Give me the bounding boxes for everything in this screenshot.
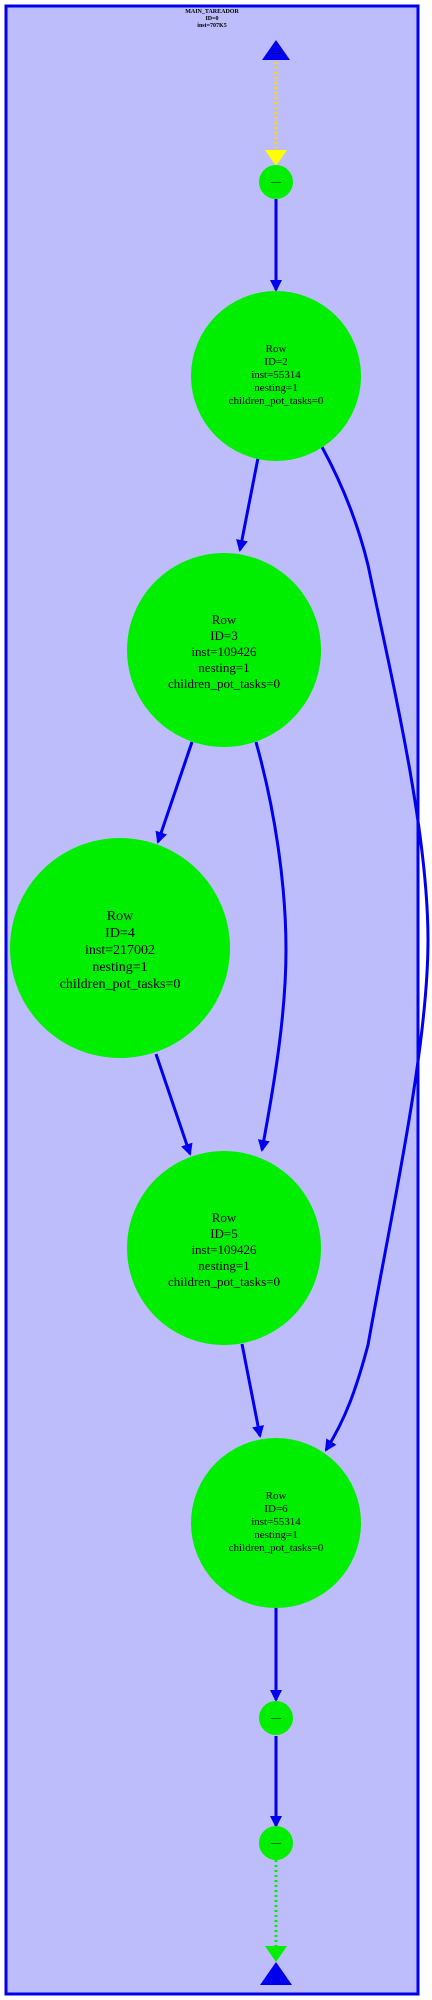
row6-nesting: nesting=1: [254, 1529, 297, 1541]
row3-id: ID=3: [210, 628, 238, 643]
row6-id: ID=6: [264, 1503, 288, 1515]
small-node-bottom-1-label: —: [270, 1713, 282, 1724]
start-triangle-label: —: [270, 48, 282, 59]
small-node-bottom-2: [259, 1826, 293, 1860]
edge-row4-to-row5: [154, 1053, 193, 1156]
start-triangle-icon: [262, 40, 290, 60]
row5-inst: inst=109426: [191, 1242, 257, 1257]
node-row3: Row ID=3 inst=109426 nesting=1 children_…: [127, 553, 321, 747]
edge-row3-to-row4: [155, 741, 194, 844]
row4-nesting: nesting=1: [92, 960, 147, 975]
node-row2: Row ID=2 inst=55314 nesting=1 children_p…: [191, 291, 361, 461]
row3-title: Row: [212, 612, 237, 627]
small-node-bottom-1: [259, 1701, 293, 1735]
row3-nesting: nesting=1: [198, 660, 249, 675]
cluster-inst: inst=707K5: [197, 23, 226, 29]
row2-children: children_pot_tasks=0: [229, 395, 324, 407]
row2-inst: inst=55314: [251, 369, 301, 381]
row6-children: children_pot_tasks=0: [229, 1542, 324, 1554]
row5-id: ID=5: [210, 1226, 238, 1241]
row4-children: children_pot_tasks=0: [60, 977, 181, 992]
row4-title: Row: [107, 909, 134, 924]
row3-children: children_pot_tasks=0: [168, 676, 280, 691]
row4-inst: inst=217002: [85, 943, 155, 958]
row5-children: children_pot_tasks=0: [168, 1274, 280, 1289]
cluster-title: MAIN_TAREADOR: [185, 9, 239, 15]
edge-row5-to-row6: [240, 1343, 264, 1438]
cluster-id: ID=0: [205, 16, 218, 22]
row6-title: Row: [266, 1490, 287, 1502]
node-row6: Row ID=6 inst=55314 nesting=1 children_p…: [191, 1438, 361, 1608]
row2-nesting: nesting=1: [254, 382, 297, 394]
row2-id: ID=2: [264, 356, 287, 368]
small-node-top-label: —: [270, 177, 282, 188]
node-row4: Row ID=4 inst=217002 nesting=1 children_…: [10, 838, 230, 1058]
row2-title: Row: [266, 343, 287, 355]
edge-row2-to-row3: [236, 457, 260, 552]
arrow-end-icon: [265, 1946, 287, 1962]
edge-row3-to-row5: [254, 741, 288, 1152]
small-node-bottom-2-label: —: [270, 1838, 282, 1849]
edge-row2-to-row6: [320, 446, 430, 1452]
row5-title: Row: [212, 1210, 237, 1225]
arrow-start-icon: [265, 150, 287, 166]
row4-id: ID=4: [105, 926, 135, 941]
row5-nesting: nesting=1: [198, 1258, 249, 1273]
end-triangle-icon: [260, 1962, 292, 1985]
row3-inst: inst=109426: [191, 644, 257, 659]
row6-inst: inst=55314: [251, 1516, 301, 1528]
node-row5: Row ID=5 inst=109426 nesting=1 children_…: [127, 1151, 321, 1345]
small-node-top: [259, 165, 293, 199]
